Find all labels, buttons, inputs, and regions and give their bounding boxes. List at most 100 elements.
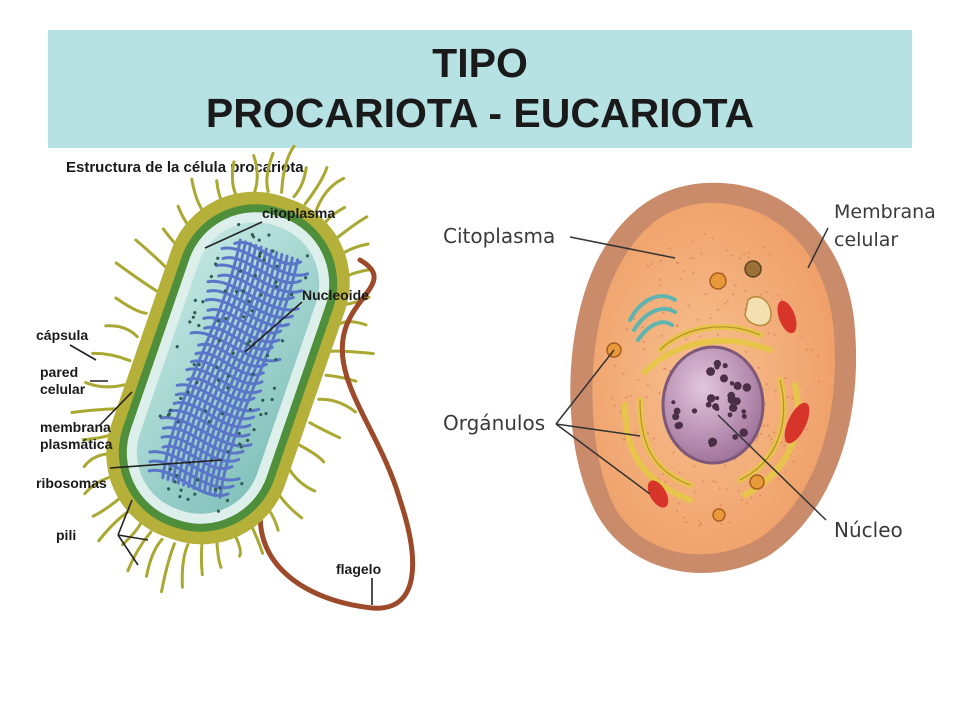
cytoplasm-dot <box>811 348 814 351</box>
ribosome-dot <box>201 300 205 304</box>
pilus-hair <box>121 520 143 547</box>
ribosome-dot <box>175 473 179 478</box>
cytoplasm-dot <box>762 424 765 427</box>
pilus-hair <box>313 176 346 216</box>
label-membrane-line1: membrana <box>40 419 111 435</box>
cytoplasm-dot <box>744 289 747 292</box>
cytoplasm-dot <box>777 294 780 297</box>
ribosome-dot <box>226 374 230 378</box>
cytoplasm-dot <box>817 380 820 383</box>
label-capsule: cápsula <box>36 327 88 343</box>
ribosome-dot <box>195 478 200 482</box>
pilus-hair <box>317 397 357 414</box>
cytoplasm-dot <box>800 336 804 339</box>
cytoplasm-dot <box>699 335 702 338</box>
ribosome-dot <box>226 386 230 390</box>
ribosome-dot <box>214 487 218 492</box>
dna-strand <box>174 392 256 421</box>
cytoplasm-dot <box>684 338 688 341</box>
cytoplasm-dot <box>658 278 661 281</box>
label-nucleoid: Nucleoide <box>302 287 369 303</box>
label-cell-membrane-line1: Membrana <box>834 201 936 223</box>
chromatin-spot <box>727 391 736 400</box>
cytoplasm-dot <box>772 431 776 434</box>
label-nucleus: Núcleo <box>834 518 903 542</box>
ribosome-dot <box>216 256 220 260</box>
eukaryote-leader-lines <box>555 227 829 521</box>
lysosome-1 <box>709 272 727 290</box>
chromatin-spot <box>729 381 735 386</box>
cytoplasm-dot <box>763 245 766 249</box>
cytoplasm-dot <box>637 379 640 382</box>
pilus-hair <box>292 166 308 199</box>
cytoplasm-dot <box>652 437 656 440</box>
ribosome-dot <box>166 487 171 491</box>
cytoplasm-dot <box>766 424 769 427</box>
cytoplasm-dot <box>786 396 789 399</box>
cytoplasm-dot <box>747 256 750 259</box>
lysosome-5 <box>712 508 726 522</box>
dna-strand <box>161 238 242 480</box>
ribosome-dot <box>274 357 278 362</box>
dna-strand <box>182 245 263 487</box>
label-flagellum: flagelo <box>336 561 381 577</box>
chromatin-spot <box>714 406 720 412</box>
cytoplasm-dot <box>726 299 729 302</box>
cytoplasm-dot <box>806 390 809 394</box>
ribosome-dot <box>179 396 183 400</box>
cytoplasm-dot <box>718 487 721 490</box>
prokaryote-leader-lines <box>69 221 373 605</box>
dna-strand <box>161 426 245 455</box>
pilus-hair <box>134 238 171 272</box>
ribosome-dot <box>220 412 224 416</box>
cytoplasm-dot <box>716 333 720 336</box>
dna-strand <box>208 254 289 496</box>
ribosome-dot <box>237 431 241 436</box>
cytoplasm-dot <box>780 441 783 444</box>
chromatin-spot <box>708 437 718 447</box>
cytoplasm-dot <box>765 290 768 293</box>
cytoplasm-dot <box>677 502 680 505</box>
ribosome-dot <box>175 345 179 349</box>
chromatin-spot <box>706 394 716 403</box>
cytoplasm-dot <box>693 491 696 494</box>
ribosome-dot <box>193 492 197 496</box>
cytoplasm-dot <box>700 252 703 255</box>
cytoplasm-dot <box>784 470 787 474</box>
ribosome-dot <box>274 280 278 284</box>
ribosome-dot <box>253 274 258 278</box>
chromatin-spot <box>706 367 715 376</box>
cytoplasm-dot <box>696 318 700 321</box>
chromatin-spot <box>741 413 747 419</box>
ribosome-dot <box>238 442 242 446</box>
label-prokaryote-cytoplasm: citoplasma <box>262 205 335 221</box>
chromatin-spot <box>733 397 741 406</box>
ribosome-dot <box>252 428 256 432</box>
ribosome-dot <box>179 488 183 492</box>
cytoplasm-dot <box>725 488 728 491</box>
cytoplasm-dot <box>773 333 776 336</box>
ribosome-dot <box>209 274 213 279</box>
cytoplasm-dot <box>805 428 808 431</box>
title-line-2: PROCARIOTA - EUCARIOTA <box>205 90 755 136</box>
cytoplasm-dot <box>611 397 614 400</box>
cytoplasm-dot <box>675 261 679 264</box>
cytoplasm-dot <box>678 471 681 474</box>
cytoplasm-dot <box>740 499 744 502</box>
cytoplasm-dot <box>698 524 701 527</box>
pilus-hair <box>160 542 176 594</box>
chromatin-spot <box>672 413 680 421</box>
ribosome-dot <box>158 414 162 418</box>
chromatin-spot <box>741 409 746 414</box>
dna-strand <box>176 243 258 485</box>
cytoplasm-dot <box>641 326 644 329</box>
ribosome-dot <box>216 509 221 513</box>
chromatin-spot <box>742 383 752 392</box>
dna-strand <box>197 251 279 492</box>
cytoplasm-dot <box>669 247 672 250</box>
ribosome-dot <box>259 413 263 417</box>
cytoplasm-dot <box>646 432 650 435</box>
cytoplasm-dot <box>720 522 723 525</box>
cytoplasm-dot <box>664 480 667 483</box>
